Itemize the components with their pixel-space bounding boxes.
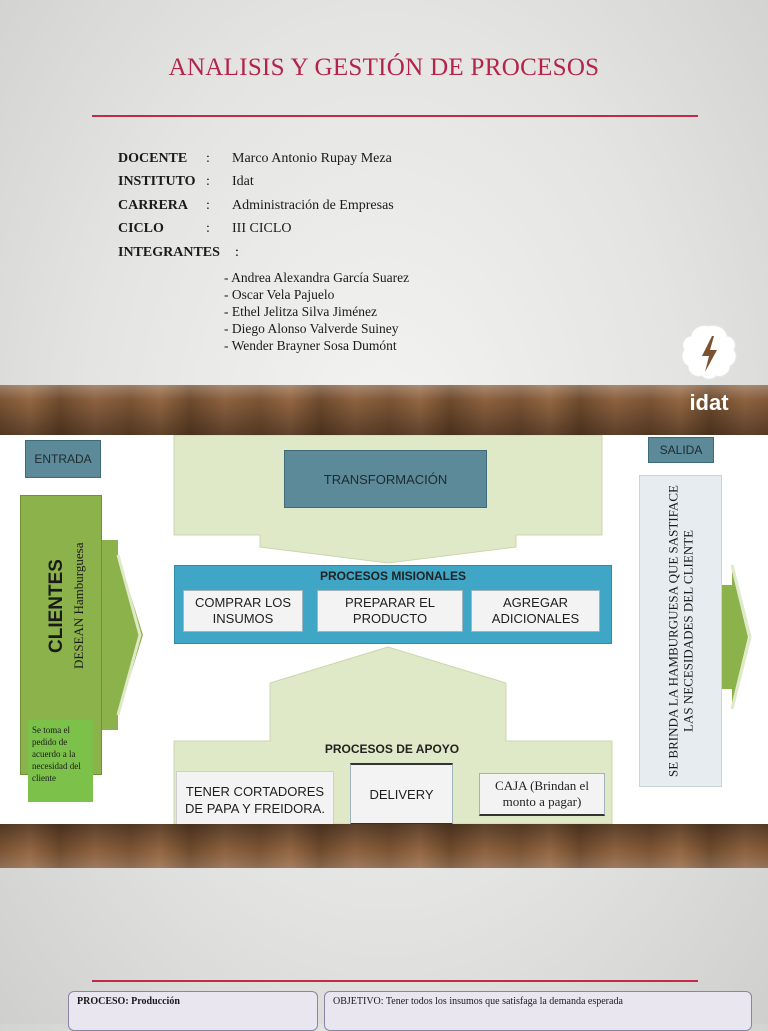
misional-item: AGREGAR ADICIONALES: [471, 590, 600, 632]
objetivo-label: OBJETIVO: Tener todos los insumos que sa…: [333, 996, 623, 1007]
transformacion-box: TRANSFORMACIÓN: [284, 450, 487, 508]
page-title: ANALISIS Y GESTIÓN DE PROCESOS: [168, 54, 600, 81]
misional-item: PREPARAR EL PRODUCTO: [317, 590, 463, 632]
misionales-title: PROCESOS MISIONALES: [319, 569, 467, 583]
entrada-label: ENTRADA: [25, 440, 101, 478]
salida-text: SE BRINDA LA HAMBURGUESA QUE SASTIFACE L…: [665, 485, 696, 777]
wood-floor-bottom: [0, 824, 768, 868]
docente-label: DOCENTE: [118, 151, 188, 166]
instituto-label: INSTITUTO: [118, 174, 196, 189]
ciclo-colon: :: [206, 221, 210, 236]
apoyo-item: DELIVERY: [350, 763, 453, 825]
objetivo-box: OBJETIVO: Tener todos los insumos que sa…: [324, 991, 752, 1031]
pedido-note: Se toma el pedido de acuerdo a la necesi…: [28, 720, 93, 802]
process-diagram: ENTRADA SALIDA TRANSFORMACIÓN CLIENTES D…: [0, 435, 768, 829]
member-item: - Andrea Alexandra García Suarez: [224, 270, 410, 285]
member-item: - Ethel Jelitza Silva Jiménez: [224, 304, 377, 319]
instituto-value: Idat: [232, 174, 254, 189]
integrantes-label: INTEGRANTES: [118, 245, 220, 260]
clientes-subtitle: DESEAN Hamburguesa: [71, 542, 86, 670]
apoyo-title: PROCESOS DE APOYO: [324, 742, 460, 756]
member-item: - Diego Alonso Valverde Suiney: [224, 321, 399, 336]
docente-colon: :: [206, 151, 210, 166]
apoyo-item: CAJA (Brindan el monto a pagar): [479, 773, 605, 816]
integrantes-colon: :: [235, 245, 239, 260]
misional-item: COMPRAR LOS INSUMOS: [183, 590, 303, 632]
carrera-colon: :: [206, 198, 210, 213]
member-item: - Wender Brayner Sosa Dumónt: [224, 338, 397, 353]
carrera-label: CARRERA: [118, 198, 188, 213]
salida-box: SE BRINDA LA HAMBURGUESA QUE SASTIFACE L…: [639, 475, 722, 787]
docente-value: Marco Antonio Rupay Meza: [232, 151, 392, 166]
clientes-title: CLIENTES: [46, 559, 67, 653]
proceso-box: PROCESO: Producción: [68, 991, 318, 1031]
idat-brain-logo: [678, 322, 740, 418]
instituto-colon: :: [206, 174, 210, 189]
footer-divider: [92, 980, 698, 982]
logo-text: idat: [689, 390, 729, 415]
member-item: - Oscar Vela Pajuelo: [224, 287, 335, 302]
ciclo-value: III CICLO: [232, 221, 292, 236]
apoyo-item: TENER CORTADORES DE PAPA Y FREIDORA.: [176, 771, 334, 829]
salida-label: SALIDA: [648, 437, 714, 463]
wood-floor-top: [0, 385, 768, 435]
title-divider: [92, 115, 698, 117]
ciclo-label: CICLO: [118, 221, 164, 236]
carrera-value: Administración de Empresas: [232, 198, 394, 213]
proceso-label: PROCESO: Producción: [77, 996, 180, 1007]
